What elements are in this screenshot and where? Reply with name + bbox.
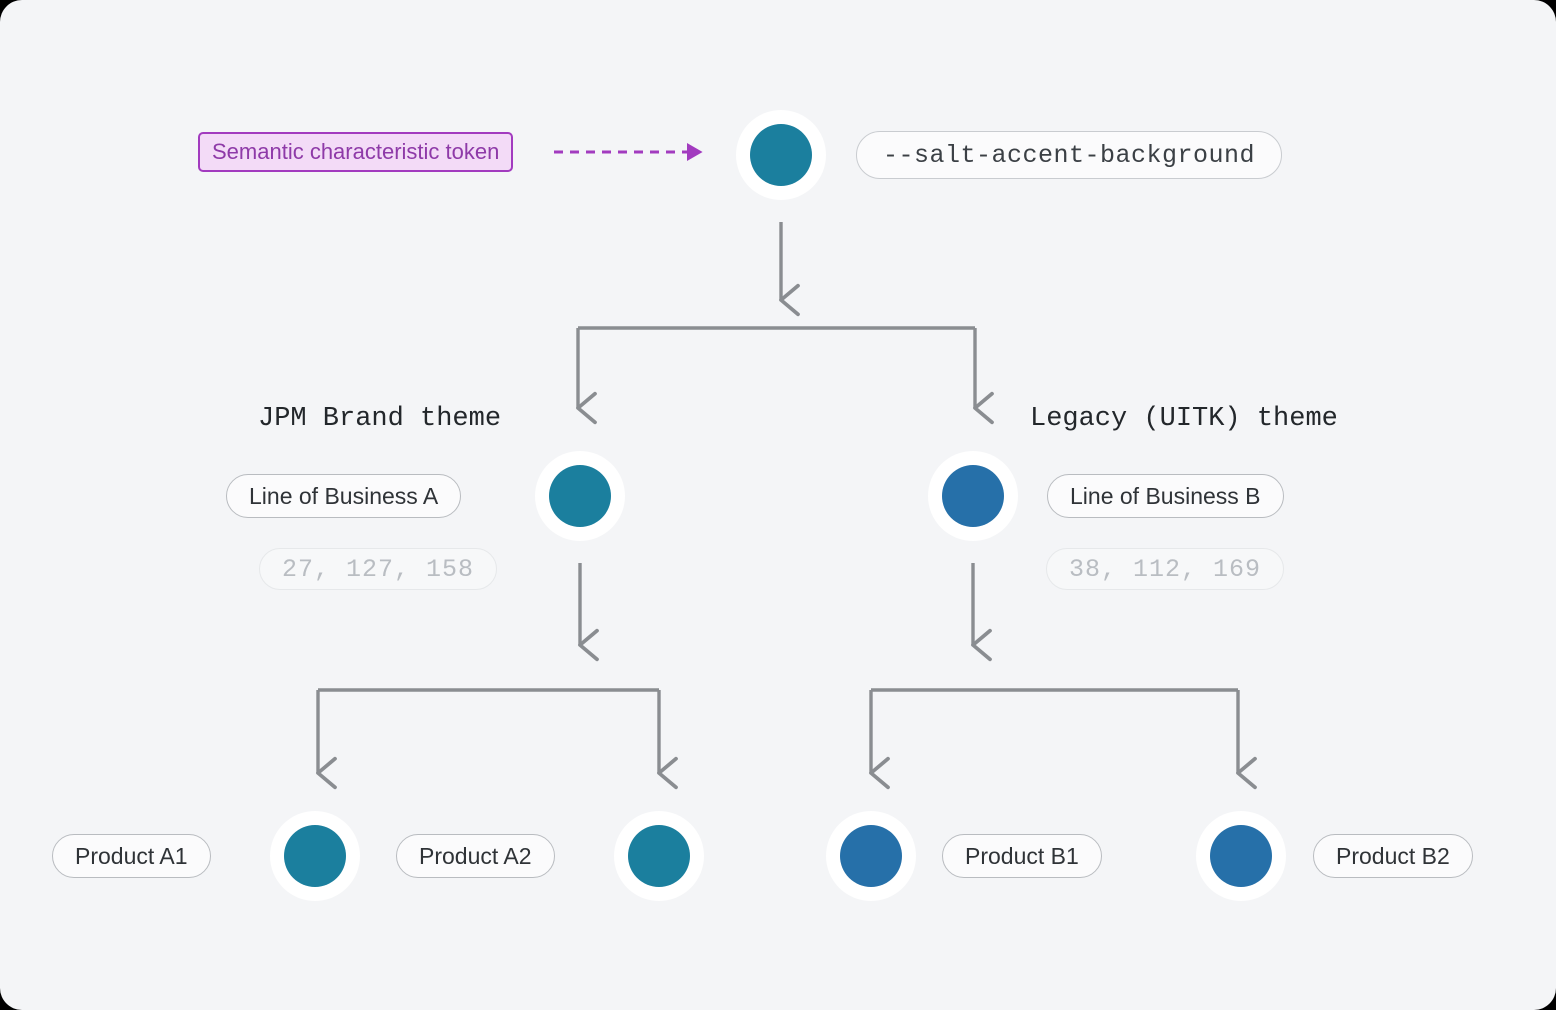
root-token-pill[interactable]: --salt-accent-background bbox=[856, 131, 1283, 179]
product-b2-pill[interactable]: Product B2 bbox=[1313, 834, 1473, 878]
product-b2-swatch[interactable] bbox=[1196, 811, 1286, 901]
lob-b-label: Line of Business B bbox=[1070, 482, 1261, 509]
root-swatch-dot bbox=[750, 124, 812, 186]
product-b1-label: Product B1 bbox=[965, 842, 1079, 869]
lob-a-rgb-pill: 27, 127, 158 bbox=[259, 548, 498, 590]
product-a2-swatch-dot bbox=[628, 825, 690, 887]
product-b1-pill[interactable]: Product B1 bbox=[942, 834, 1102, 878]
product-a2-label: Product A2 bbox=[419, 842, 532, 869]
product-b1-swatch[interactable] bbox=[826, 811, 916, 901]
product-b1-swatch-dot bbox=[840, 825, 902, 887]
edge-root-to-themes bbox=[576, 222, 994, 425]
product-b2-swatch-dot bbox=[1210, 825, 1272, 887]
product-a1-label: Product A1 bbox=[75, 842, 188, 869]
semantic-characteristic-token-callout: Semantic characteristic token bbox=[198, 132, 514, 172]
product-a1-swatch-dot bbox=[284, 825, 346, 887]
product-b2-label: Product B2 bbox=[1336, 842, 1450, 869]
root-accent-swatch[interactable] bbox=[736, 110, 826, 200]
lob-b-swatch[interactable] bbox=[928, 451, 1018, 541]
product-a2-swatch[interactable] bbox=[614, 811, 704, 901]
theme-caption-jpm-brand: JPM Brand theme bbox=[258, 404, 502, 434]
lob-a-rgb-label: 27, 127, 158 bbox=[282, 554, 475, 584]
lob-b-rgb-pill: 38, 112, 169 bbox=[1046, 548, 1285, 590]
product-a1-pill[interactable]: Product A1 bbox=[52, 834, 211, 878]
theme-caption-legacy-uitk: Legacy (UITK) theme bbox=[1030, 404, 1338, 434]
edge-lob-b-to-products bbox=[869, 563, 1257, 790]
lob-b-pill[interactable]: Line of Business B bbox=[1047, 474, 1284, 518]
product-a1-swatch[interactable] bbox=[270, 811, 360, 901]
lob-a-label: Line of Business A bbox=[249, 482, 439, 509]
lob-a-pill[interactable]: Line of Business A bbox=[226, 474, 462, 518]
lob-b-rgb-label: 38, 112, 169 bbox=[1069, 554, 1262, 584]
product-a2-pill[interactable]: Product A2 bbox=[396, 834, 555, 878]
lob-a-swatch[interactable] bbox=[535, 451, 625, 541]
edge-lob-a-to-products bbox=[316, 563, 678, 790]
lob-a-swatch-dot bbox=[549, 465, 611, 527]
root-token-label: --salt-accent-background bbox=[883, 140, 1256, 170]
lob-b-swatch-dot bbox=[942, 465, 1004, 527]
callout-label: Semantic characteristic token bbox=[212, 139, 500, 164]
